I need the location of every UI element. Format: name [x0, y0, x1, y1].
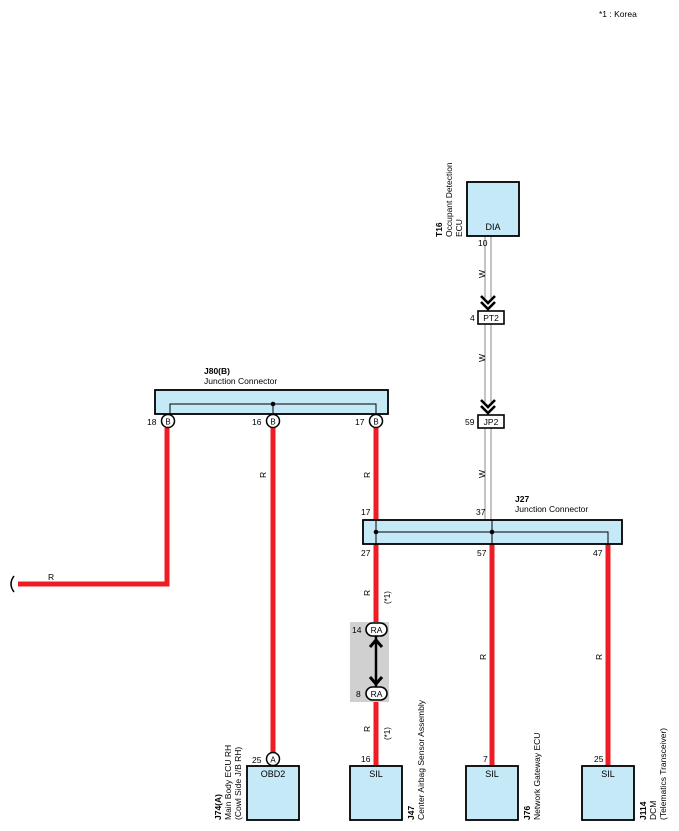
legend-note: *1 : Korea	[599, 9, 637, 19]
wire-break-icon	[10, 575, 15, 593]
pt2-pin: 4	[470, 313, 475, 323]
j27-pin-out-left: 27	[361, 548, 371, 558]
j114-name2: (Telematics Transceiver)	[658, 728, 668, 820]
j80-name: Junction Connector	[204, 376, 277, 386]
j76-code: J76	[522, 806, 532, 820]
jp2-pin: 59	[465, 417, 475, 427]
wire-label-r-ra-bottom: R	[362, 726, 372, 732]
j80-pin-right: 17	[355, 417, 365, 427]
ra-arrow-up-icon	[368, 637, 384, 648]
j27-pin-out-mid: 57	[477, 548, 487, 558]
white-wire-group	[484, 236, 492, 520]
wire-label-r-j114: R	[594, 654, 604, 660]
j76-name: Network Gateway ECU	[532, 733, 542, 820]
j80-plug-right: B	[373, 418, 378, 427]
j47-pin: 16	[361, 754, 371, 764]
wire-label-w3: W	[477, 470, 487, 478]
jp2-label: JP2	[484, 417, 499, 427]
j27-pin-in-left: 17	[361, 507, 371, 517]
t16-name2: ECU	[454, 219, 464, 237]
wire-label-w2: W	[477, 354, 487, 362]
wire-label-w1: W	[477, 270, 487, 278]
j27-pin-in-right: 37	[476, 507, 486, 517]
j47-box	[349, 765, 403, 821]
j80-plug-mid: B	[270, 418, 275, 427]
ra-arrow-down-icon	[368, 676, 384, 687]
j74-name: Main Body ECU RH	[223, 745, 233, 820]
j114-code: J114	[638, 801, 648, 820]
j74-plug: A	[270, 756, 276, 765]
pt2-connector	[477, 310, 505, 325]
j74-code: J74(A)	[213, 794, 223, 820]
j47-code: J47	[406, 806, 416, 820]
wire-label-r-ra-top: R	[362, 590, 372, 596]
t16-code: T16	[434, 222, 444, 237]
j76-pin: 7	[483, 754, 488, 764]
ra-bottom-pin: 8	[356, 689, 361, 699]
ra-top-label: RA	[371, 625, 383, 635]
ra-bottom-label: RA	[371, 689, 383, 699]
j47-name: Center Airbag Sensor Assembly	[416, 699, 426, 820]
wire-label-r-left: R	[48, 572, 54, 582]
j74-terminal-label: OBD2	[261, 769, 286, 779]
wire-label-r-j27: R	[362, 472, 372, 478]
t16-pin: 10	[478, 238, 488, 248]
j74-box	[246, 765, 300, 821]
j27-name: Junction Connector	[515, 504, 588, 514]
wire-label-r-j76: R	[478, 654, 488, 660]
j114-pin: 25	[594, 754, 604, 764]
j80-pins	[160, 413, 384, 429]
wire-label-r-j80: R	[258, 472, 268, 478]
j27-splice-dot-left	[373, 529, 379, 535]
j114-box	[581, 765, 635, 821]
j74-pin: 25	[252, 755, 262, 765]
j76-box	[465, 765, 519, 821]
j80-pin-left: 18	[147, 417, 157, 427]
j80-plug-left: B	[165, 418, 170, 427]
ra-top-connector	[365, 622, 388, 637]
j76-terminal-label: SIL	[485, 769, 499, 779]
j80-code: J80(B)	[204, 366, 230, 376]
t16-terminal-label: DIA	[485, 222, 500, 232]
j114-name: DCM	[648, 801, 658, 820]
j27-splice-dot-mid	[489, 529, 495, 535]
j80-pin-mid: 16	[252, 417, 262, 427]
chevron-icon	[480, 295, 496, 415]
wire-note-bottom: (*1)	[383, 727, 392, 740]
t16-box	[466, 181, 520, 237]
j27-code: J27	[515, 494, 529, 504]
pt2-label: PT2	[483, 313, 499, 323]
t16-name: Occupant Detection	[444, 162, 454, 237]
wire-note-top: (*1)	[383, 591, 392, 604]
ra-top-pin: 14	[352, 625, 362, 635]
j80-splice-dot	[270, 401, 276, 407]
ra-bottom-connector	[365, 686, 388, 701]
j47-terminal-label: SIL	[369, 769, 383, 779]
j114-terminal-label: SIL	[601, 769, 615, 779]
red-wire-group	[18, 428, 611, 766]
jp2-connector	[477, 414, 505, 429]
j80-box	[154, 389, 389, 415]
j27-pin-out-right: 47	[593, 548, 603, 558]
j74-name2: (Cowl Side J/B RH)	[233, 747, 243, 820]
